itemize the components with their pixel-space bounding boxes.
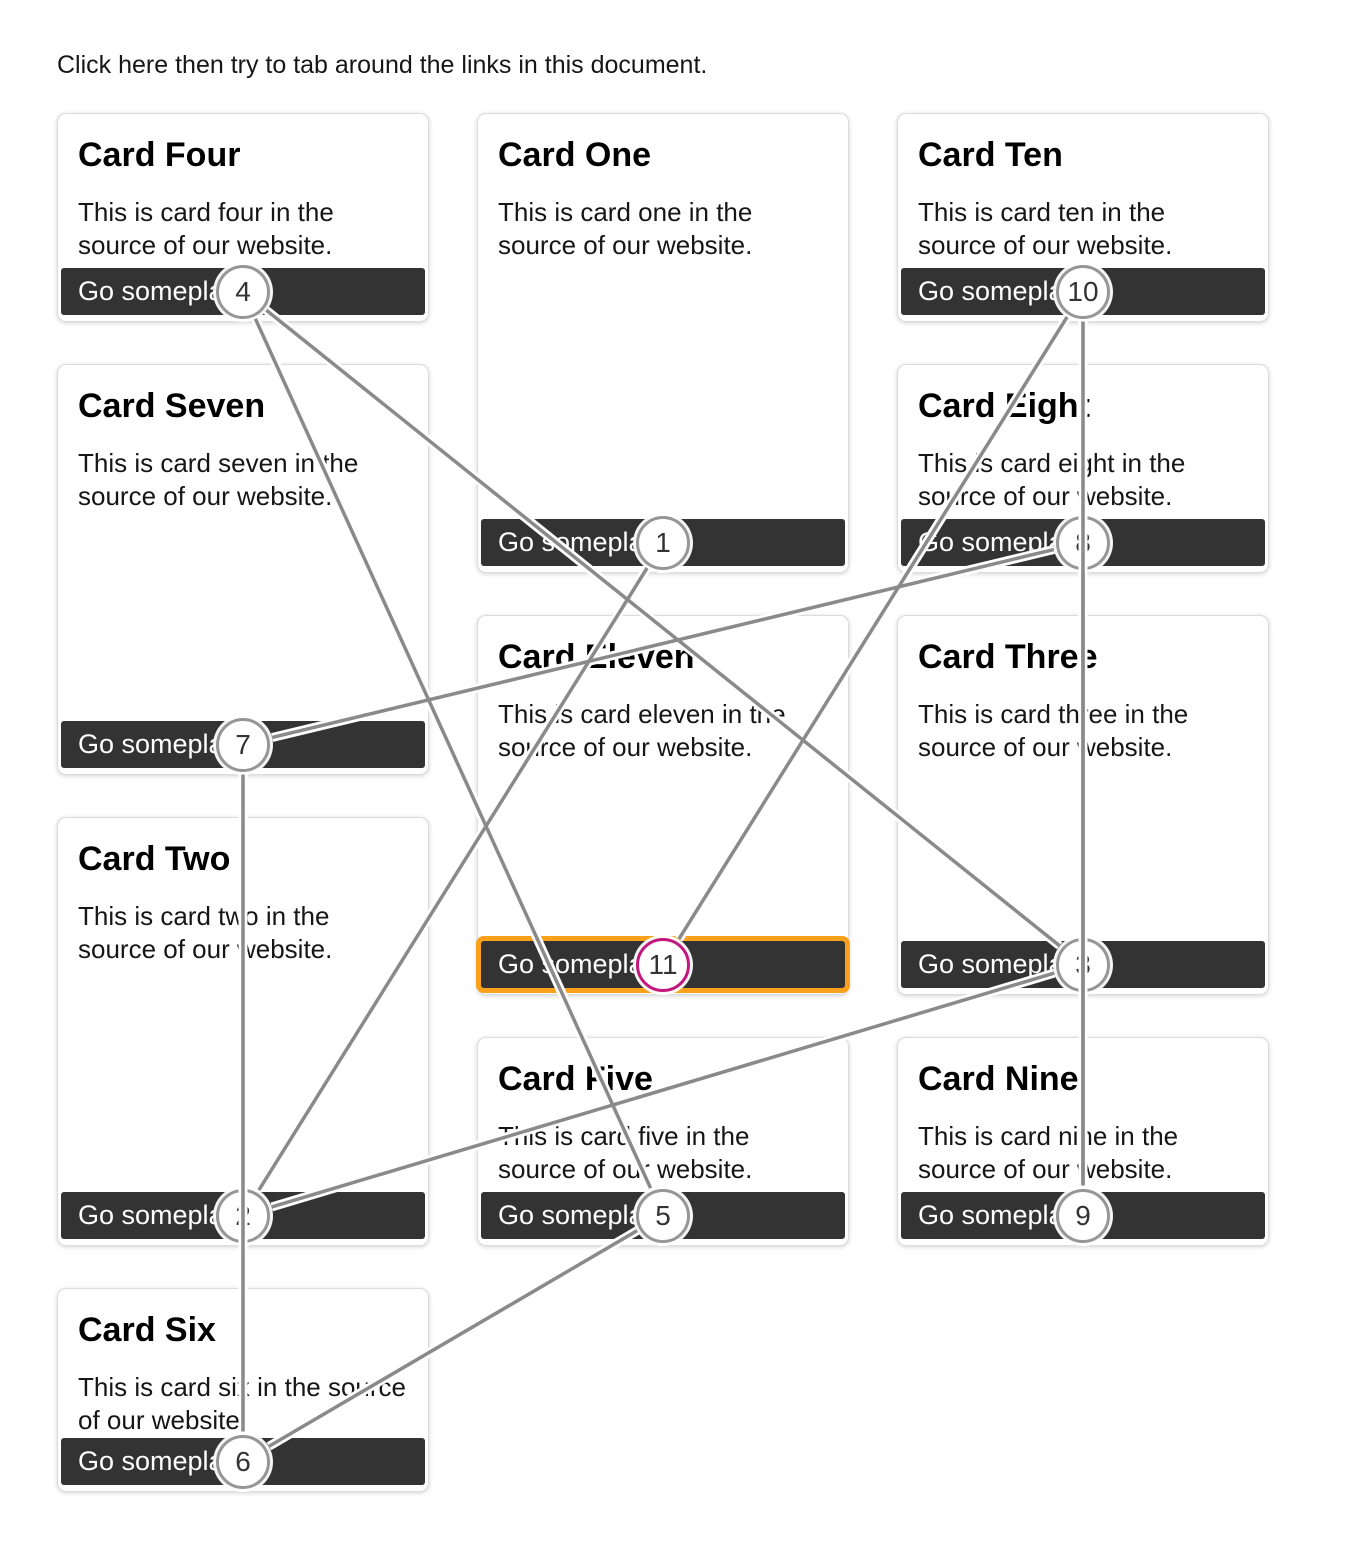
card-text: This is card eleven in the source of our… [498, 699, 786, 763]
card-title: Card Eleven [498, 638, 695, 676]
go-someplace-button[interactable]: Go someplace [901, 941, 1265, 988]
card-title: Card Five [498, 1060, 653, 1098]
card-five: Card Five This is card five in the sourc… [477, 1037, 849, 1246]
card-text: This is card eight in the source of our … [918, 448, 1186, 512]
card-column-2: Card One This is card one in the source … [477, 113, 849, 1534]
card-text: This is card six in the source of our we… [78, 1372, 407, 1436]
go-someplace-button[interactable]: Go someplace [901, 1192, 1265, 1239]
instruction-text: Click here then try to tab around the li… [57, 51, 708, 79]
card-column-1: Card Four This is card four in the sourc… [57, 113, 429, 1534]
go-someplace-button[interactable]: Go someplace [481, 519, 845, 566]
card-column-3: Card Ten This is card ten in the source … [897, 113, 1269, 1534]
go-someplace-button[interactable]: Go someplace [481, 1192, 845, 1239]
card-seven: Card Seven This is card seven in the sou… [57, 364, 429, 775]
go-someplace-button-focused[interactable]: Go someplace [481, 941, 845, 988]
card-six: Card Six This is card six in the source … [57, 1288, 429, 1492]
card-three: Card Three This is card three in the sou… [897, 615, 1269, 995]
card-text: This is card ten in the source of our we… [918, 197, 1173, 261]
go-someplace-button[interactable]: Go someplace [61, 268, 425, 315]
card-title: Card Six [78, 1311, 216, 1349]
go-someplace-button[interactable]: Go someplace [901, 519, 1265, 566]
card-text: This is card nine in the source of our w… [918, 1121, 1179, 1185]
card-title: Card Nine [918, 1060, 1079, 1098]
card-two: Card Two This is card two in the source … [57, 817, 429, 1246]
card-text: This is card one in the source of our we… [498, 197, 753, 261]
card-text: This is card four in the source of our w… [78, 197, 334, 261]
card-ten: Card Ten This is card ten in the source … [897, 113, 1269, 322]
card-title: Card Four [78, 136, 241, 174]
card-grid: Card Four This is card four in the sourc… [57, 113, 1347, 1534]
card-title: Card Eight [918, 387, 1090, 425]
card-text: This is card five in the source of our w… [498, 1121, 753, 1185]
card-nine: Card Nine This is card nine in the sourc… [897, 1037, 1269, 1246]
card-text: This is card two in the source of our we… [78, 901, 333, 965]
go-someplace-button[interactable]: Go someplace [901, 268, 1265, 315]
card-title: Card Seven [78, 387, 266, 425]
card-four: Card Four This is card four in the sourc… [57, 113, 429, 322]
card-one: Card One This is card one in the source … [477, 113, 849, 573]
go-someplace-button[interactable]: Go someplace [61, 1192, 425, 1239]
card-title: Card One [498, 136, 652, 174]
card-eleven: Card Eleven This is card eleven in the s… [477, 615, 849, 995]
card-text: This is card three in the source of our … [918, 699, 1189, 763]
card-title: Card Three [918, 638, 1098, 676]
card-title: Card Two [78, 840, 231, 878]
go-someplace-button[interactable]: Go someplace [61, 1438, 425, 1485]
go-someplace-button[interactable]: Go someplace [61, 721, 425, 768]
card-eight: Card Eight This is card eight in the sou… [897, 364, 1269, 573]
card-text: This is card seven in the source of our … [78, 448, 359, 512]
card-title: Card Ten [918, 136, 1063, 174]
